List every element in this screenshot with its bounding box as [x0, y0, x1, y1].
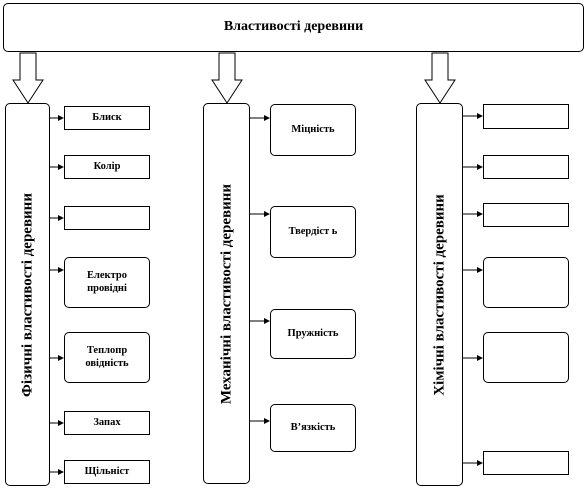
- chemical-item-6: [483, 451, 569, 475]
- diagram-title: Властивості деревини: [3, 3, 584, 52]
- column-chemical: Хімічні властивості деревини: [416, 103, 463, 486]
- mechanical-item-elasticity: Пружність: [270, 309, 356, 359]
- chemical-item-4: [483, 257, 569, 308]
- physical-item-thermal-conductivity: Теплопр овідність: [64, 332, 150, 383]
- mechanical-item-strength: Міцність: [270, 104, 356, 156]
- physical-item-electro-conductivity: Електро провідні: [64, 257, 150, 308]
- physical-item-empty: [64, 206, 150, 230]
- column-physical-title: Фізичні властивості деревини: [18, 192, 35, 397]
- column-chemical-title: Хімічні властивості деревини: [430, 193, 447, 396]
- physical-item-smell: Запах: [64, 411, 150, 435]
- chemical-item-1: [483, 104, 569, 129]
- mechanical-item-viscosity: В’язкість: [270, 404, 356, 452]
- chemical-item-5: [483, 332, 569, 383]
- column-mechanical: Механічні властивості деревини: [203, 103, 250, 484]
- arrow-to-mechanical: [211, 52, 243, 104]
- chemical-item-2: [483, 155, 569, 179]
- physical-item-gloss: Блиск: [64, 106, 150, 130]
- physical-item-density: Щільніст: [64, 460, 150, 484]
- diagram-title-text: Властивості деревини: [223, 19, 364, 35]
- physical-item-color: Колір: [64, 155, 150, 179]
- column-physical: Фізичні властивості деревини: [5, 103, 50, 486]
- column-mechanical-title: Механічні властивості деревини: [217, 183, 234, 404]
- chemical-item-3: [483, 203, 569, 227]
- arrow-to-chemical: [424, 52, 456, 104]
- arrow-to-physical: [12, 52, 44, 104]
- mechanical-item-hardness: Твердіст ь: [270, 206, 356, 258]
